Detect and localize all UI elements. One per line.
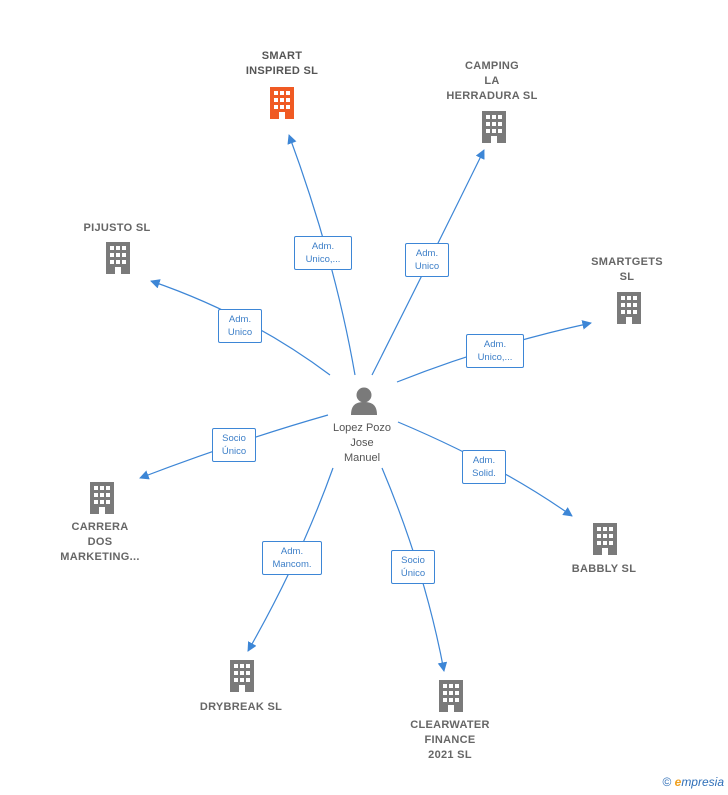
center-name-line: Manuel bbox=[343, 452, 381, 464]
building-icon[interactable] bbox=[90, 482, 114, 514]
relation-text: Mancom. bbox=[272, 559, 312, 570]
company-name-line: PIJUSTO SL bbox=[83, 222, 151, 234]
building-icon[interactable] bbox=[439, 680, 463, 712]
building-icon[interactable] bbox=[230, 660, 254, 692]
company-name-line: INSPIRED SL bbox=[245, 65, 319, 77]
relation-label-pijusto[interactable]: Adm. Unico bbox=[218, 309, 262, 343]
company-name-line: CAMPING bbox=[464, 60, 520, 72]
center-name-line: Jose bbox=[350, 437, 374, 449]
relation-text: Adm. bbox=[311, 241, 335, 252]
relation-text: Socio bbox=[401, 555, 425, 566]
relation-label-smart-inspired[interactable]: Adm. Unico,... bbox=[294, 236, 352, 270]
person-icon bbox=[351, 387, 377, 415]
relation-text: Unico bbox=[414, 261, 440, 272]
relation-label-babbly[interactable]: Adm. Solid. bbox=[462, 450, 506, 484]
company-label-camping-la-herradura[interactable]: CAMPING LA HERRADURA SL bbox=[446, 59, 537, 104]
company-name-line: FINANCE bbox=[424, 734, 476, 746]
company-name-line: DRYBREAK SL bbox=[199, 701, 283, 713]
company-name-line: DOS bbox=[87, 536, 113, 548]
relation-label-smartgets[interactable]: Adm. Unico,... bbox=[466, 334, 524, 368]
relation-text: Unico bbox=[227, 327, 253, 338]
company-name-line: LA bbox=[484, 75, 500, 87]
empresia-watermark: © empresia bbox=[662, 775, 724, 789]
company-label-drybreak[interactable]: DRYBREAK SL bbox=[200, 700, 282, 715]
center-name-line: Lopez Pozo bbox=[332, 422, 392, 434]
relation-text: Unico,... bbox=[477, 352, 513, 363]
relation-text: Adm. bbox=[483, 339, 507, 350]
brand-rest: mpresia bbox=[681, 775, 724, 789]
copyright-symbol: © bbox=[662, 775, 672, 789]
building-icon[interactable] bbox=[482, 111, 506, 143]
relation-label-drybreak[interactable]: Adm. Mancom. bbox=[262, 541, 322, 575]
company-name-line: CARRERA bbox=[71, 521, 129, 533]
company-name-line: SL bbox=[619, 271, 635, 283]
relation-text: Adm. bbox=[228, 314, 252, 325]
building-icon[interactable] bbox=[106, 242, 130, 274]
relation-label-camping-la-herradura[interactable]: Adm. Unico bbox=[405, 243, 449, 277]
relation-text: Único bbox=[221, 446, 247, 457]
company-label-pijusto[interactable]: PIJUSTO SL bbox=[84, 221, 151, 236]
building-icon[interactable] bbox=[270, 87, 294, 119]
company-label-clearwater-finance-2021[interactable]: CLEARWATER FINANCE 2021 SL bbox=[410, 718, 490, 763]
relation-text: Unico,... bbox=[305, 254, 341, 265]
company-name-line: BABBLY SL bbox=[571, 563, 637, 575]
relation-text: Solid. bbox=[472, 468, 496, 479]
company-name-line: MARKETING... bbox=[60, 551, 140, 563]
company-label-smartgets[interactable]: SMARTGETS SL bbox=[591, 255, 663, 285]
company-label-babbly[interactable]: BABBLY SL bbox=[572, 562, 636, 577]
building-icon[interactable] bbox=[593, 523, 617, 555]
relation-text: Adm. bbox=[280, 546, 304, 557]
company-label-carrera-dos-marketing[interactable]: CARRERA DOS MARKETING... bbox=[60, 520, 139, 565]
brand-e: e bbox=[674, 775, 682, 789]
relation-text: Adm. bbox=[415, 248, 439, 259]
company-name-line: SMARTGETS bbox=[591, 256, 663, 268]
relation-text: Único bbox=[400, 568, 426, 579]
company-name-line: HERRADURA SL bbox=[446, 90, 538, 102]
company-name-line: CLEARWATER bbox=[410, 719, 490, 731]
company-name-line: SMART bbox=[261, 50, 303, 62]
relation-text: Adm. bbox=[472, 455, 496, 466]
company-name-line: 2021 SL bbox=[428, 749, 472, 761]
relation-text: Socio bbox=[222, 433, 246, 444]
center-person-name[interactable]: Lopez Pozo Jose Manuel bbox=[333, 421, 391, 466]
building-icon[interactable] bbox=[617, 292, 641, 324]
company-label-smart-inspired[interactable]: SMART INSPIRED SL bbox=[246, 49, 318, 79]
